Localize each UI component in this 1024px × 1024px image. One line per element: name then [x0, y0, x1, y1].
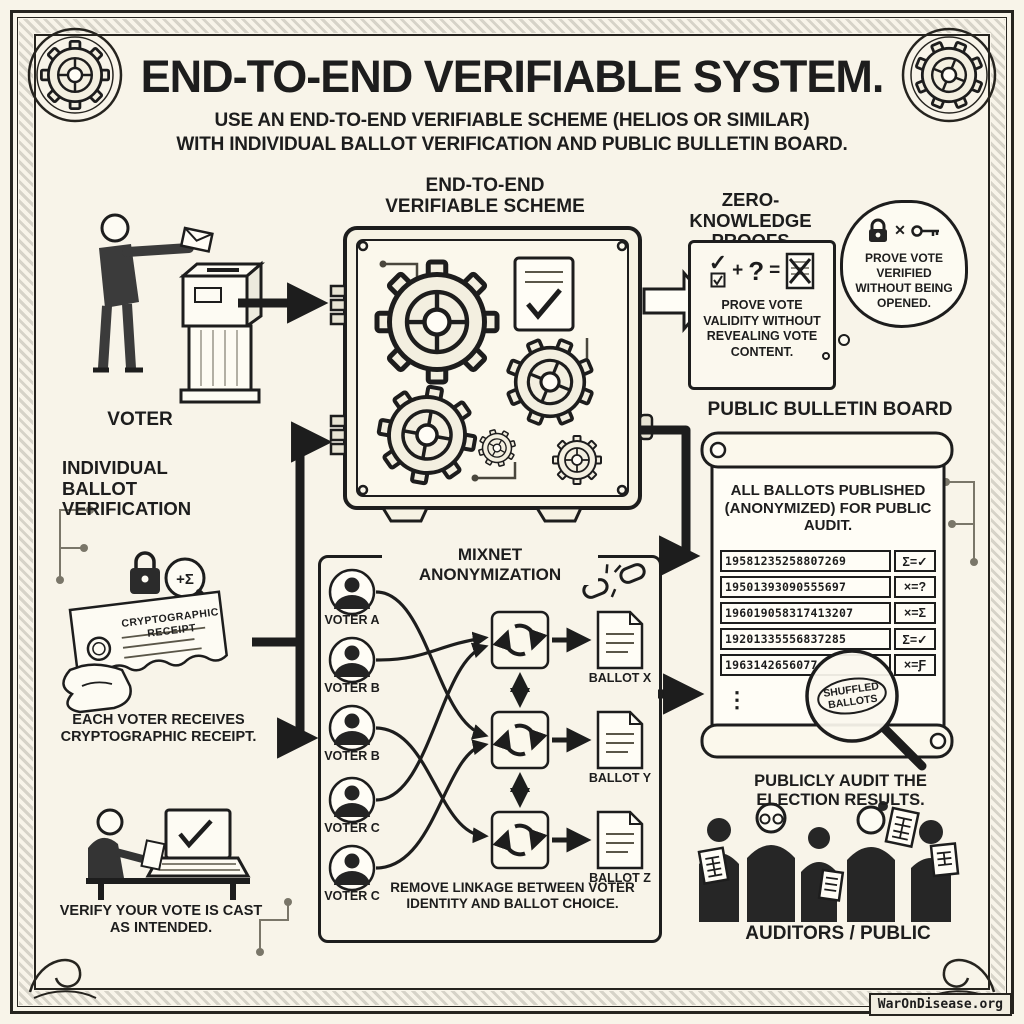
plus-sign: + — [732, 260, 744, 281]
mix-output-arrows — [552, 627, 592, 853]
ballot-hash: 19581235258807269 — [720, 550, 891, 572]
zk-formula: ✓ + ? = — [691, 243, 833, 290]
lock-icon — [869, 218, 888, 242]
bulletin-header: ALL BALLOTS PUBLISHED (ANONYMIZED) FOR P… — [724, 482, 932, 535]
small-checkbox-icon — [710, 272, 726, 288]
thought-bubble: ✕ PROVE VOTE VERIFIED WITHOUT BEING OPEN… — [840, 200, 968, 328]
avatar-icon — [328, 844, 376, 892]
magnifier-icon: SHUFFLED BALLOTS — [805, 649, 927, 771]
bubble-caption: PROVE VOTE VERIFIED WITHOUT BEING OPENED… — [855, 250, 953, 310]
shuffle-box-icon — [490, 610, 550, 670]
avatar-icon — [328, 568, 376, 616]
ballot-documents — [596, 610, 644, 870]
question-mark: ? — [748, 255, 765, 286]
mixnet-title: MIXNET ANONYMIZATION — [382, 545, 598, 585]
verify-caption: VERIFY YOUR VOTE IS CAST AS INTENDED. — [59, 903, 263, 937]
ballot-document-icon — [596, 710, 644, 770]
voter-b-label: VOTER B — [324, 681, 380, 695]
voter-label: VOTER — [107, 409, 173, 430]
crossed-ballot-icon — [786, 252, 815, 290]
bulletin-title: PUBLIC BULLETIN BOARD — [707, 399, 953, 420]
voter-a-label: VOTER A — [324, 613, 380, 627]
scheme-label-line1: END-TO-END — [425, 175, 545, 196]
ballot-document-icon — [596, 810, 644, 870]
mixnet-caption: REMOVE LINKAGE BETWEEN VOTER IDENTITY AN… — [390, 880, 635, 912]
table-row: 19581235258807269 Σ=✓ — [720, 550, 936, 572]
ballot-x-label: BALLOT X — [588, 671, 652, 685]
avatar-icon — [328, 776, 376, 824]
shuffle-box-icon — [490, 810, 550, 870]
page-title: END-TO-END VERIFIABLE SYSTEM. — [140, 51, 885, 102]
bubble-icons: ✕ — [867, 218, 941, 244]
bubble-trail-dot — [822, 352, 830, 360]
individual-verification-title: INDIVIDUAL BALLOT VERIFICATION — [62, 457, 192, 520]
ballot-status: Σ=✓ — [894, 550, 936, 572]
voter-b2-label: VOTER B — [324, 749, 380, 763]
zero-knowledge-box: ✓ + ? = PROVE VOTE VALIDITY WITHOUT REVE… — [688, 240, 836, 390]
auditors-label: AUDITORS / PUBLIC — [745, 923, 931, 944]
voter-c-label: VOTER C — [324, 821, 380, 835]
page-subtitle-line1: USE AN END-TO-END VERIFIABLE SCHEME (HEL… — [214, 110, 810, 131]
avatar-icon — [328, 636, 376, 684]
shuffle-box-icon — [490, 710, 550, 770]
scheme-label-line2: VERIFIABLE SCHEME — [385, 195, 585, 217]
ballot-hash: 19501393090555697 — [720, 576, 891, 598]
arrow-receipt-to-machine — [252, 421, 333, 647]
ballot-document-icon — [596, 610, 644, 670]
arrow-machine-to-bulletin — [641, 425, 701, 577]
voter-c2-label: VOTER C — [324, 889, 380, 903]
avatar-icon — [328, 704, 376, 752]
key-icon — [911, 224, 939, 237]
zk-box-caption: PROVE VOTE VALIDITY WITHOUT REVEALING VO… — [703, 298, 821, 359]
shuffle-boxes — [490, 610, 550, 870]
bubble-trail-dot — [838, 334, 850, 346]
page-subtitle-line2: WITH INDIVIDUAL BALLOT VERIFICATION AND … — [176, 134, 848, 155]
table-row: 19501393090555697 ×=? — [720, 576, 936, 598]
more-rows-ellipsis: ⋮ — [726, 687, 748, 712]
scheme-label: END-TO-END VERIFIABLE SCHEME — [355, 175, 615, 218]
receipt-caption: EACH VOTER RECEIVES CRYPTOGRAPHIC RECEIP… — [60, 712, 257, 746]
times-sign: ✕ — [894, 222, 906, 238]
watermark: WarOnDisease.org — [868, 993, 1012, 1016]
ballot-status: ×=? — [894, 576, 936, 598]
ballot-y-label: BALLOT Y — [588, 771, 652, 785]
check-mark: ✓ — [708, 250, 728, 276]
checkbox-icon: ✓ — [708, 250, 728, 288]
equals-sign: = — [769, 260, 781, 281]
